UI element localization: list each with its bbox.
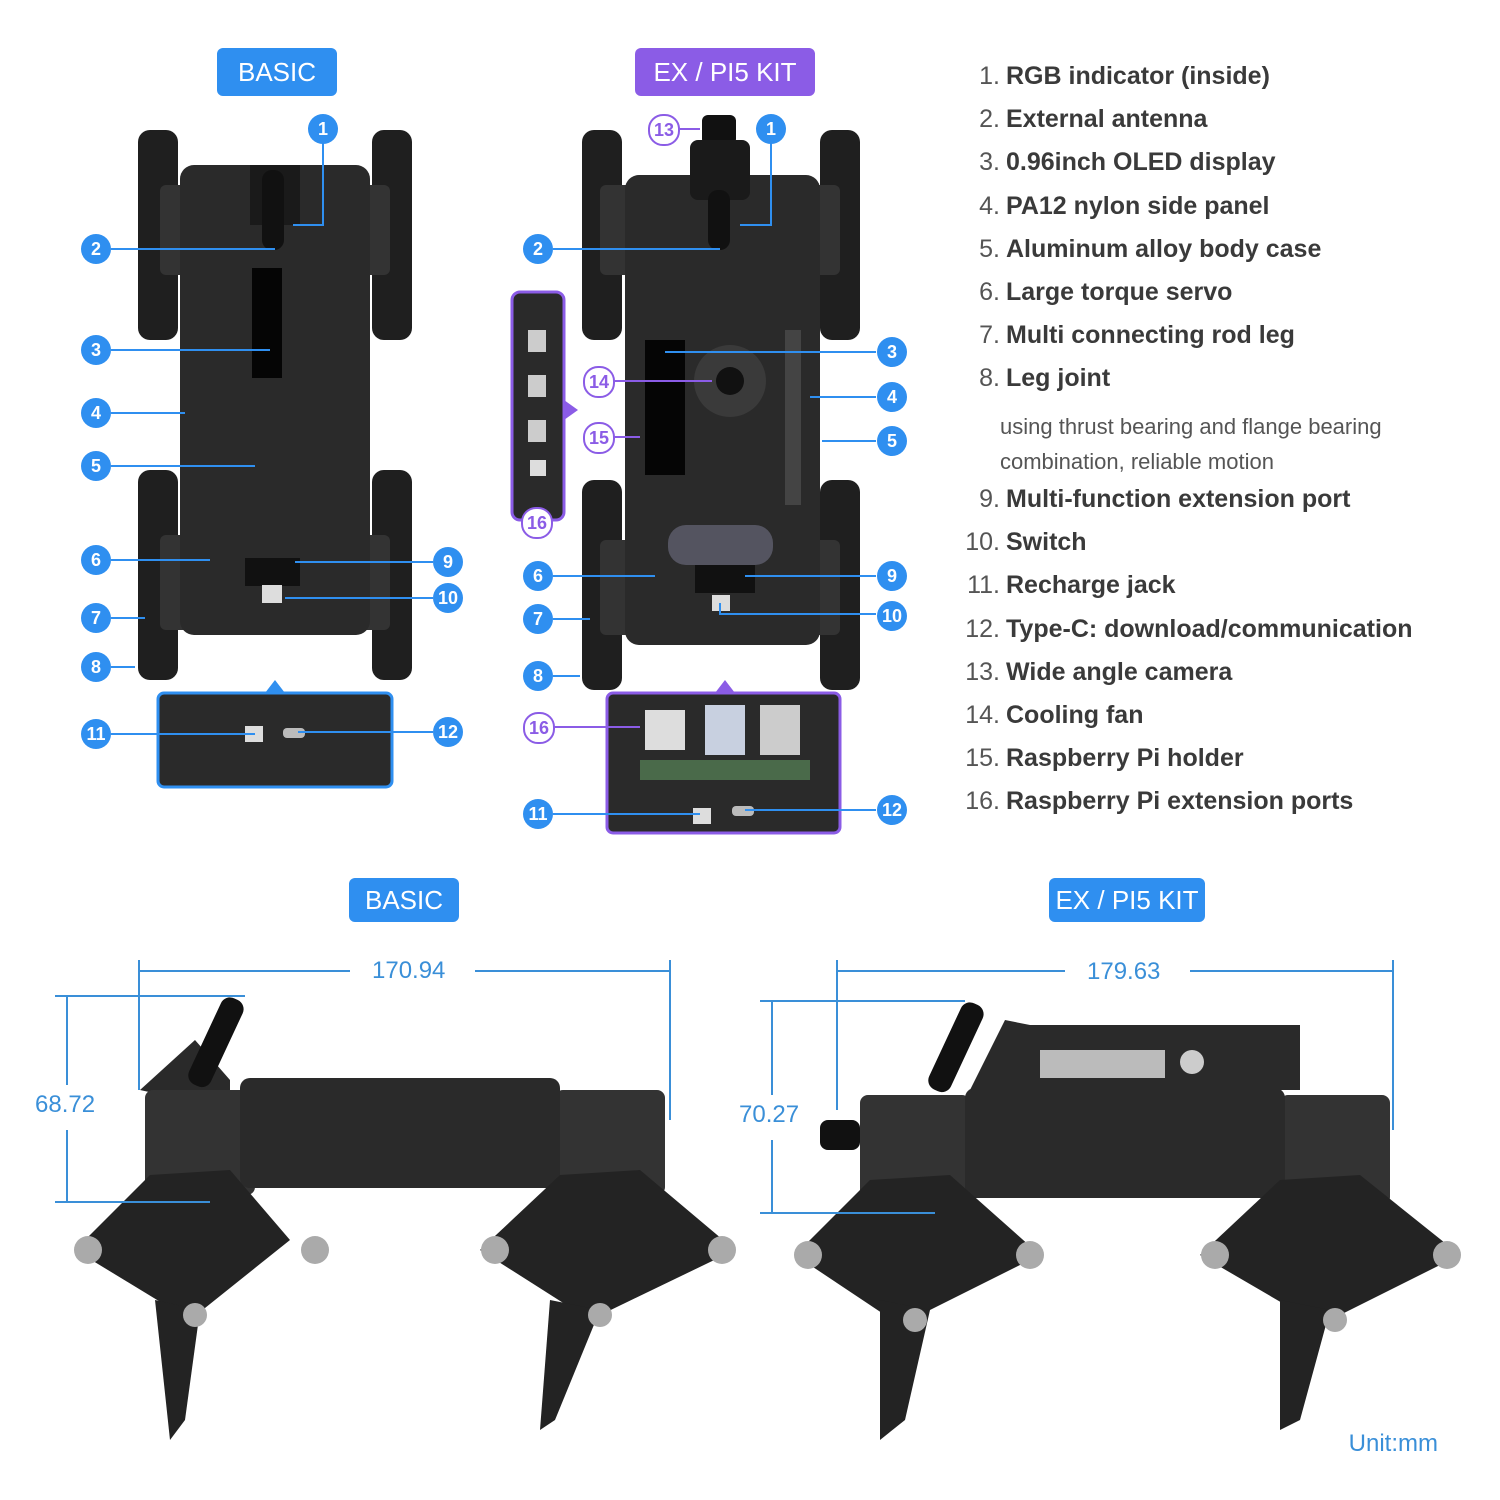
- legend-item-1: 1.RGB indicator (inside): [979, 62, 1270, 90]
- callout-ex-8: 8: [523, 661, 553, 691]
- callout-ex-10: 10: [877, 601, 907, 631]
- callout-ex-1: 1: [756, 114, 786, 144]
- unit-label: Unit:mm: [1348, 1430, 1438, 1457]
- callout-basic-2: 2: [81, 234, 111, 264]
- callout-basic-12: 12: [433, 717, 463, 747]
- callout-basic-3: 3: [81, 335, 111, 365]
- bottom-basic-tag: BASIC: [349, 878, 459, 922]
- legend-item-4: 4.PA12 nylon side panel: [979, 192, 1270, 220]
- legend-item-12: 12.Type-C: download/communication: [965, 615, 1413, 643]
- callout-ex-7: 7: [523, 604, 553, 634]
- callout-ex-6: 6: [523, 561, 553, 591]
- ex-leader-lines: [553, 143, 876, 815]
- callout-basic-11: 11: [81, 719, 111, 749]
- callout-ex-5: 5: [877, 426, 907, 456]
- callout-basic-10: 10: [433, 583, 463, 613]
- callout-ex-13: 13: [648, 114, 680, 146]
- ex-top-view: [510, 115, 860, 835]
- callout-ex-16a: 16: [521, 507, 553, 539]
- legend-item-16: 16.Raspberry Pi extension ports: [965, 787, 1354, 815]
- ex-length-label: 179.63: [1087, 958, 1161, 985]
- basic-side-view: [74, 997, 736, 1440]
- top-ex-tag: EX / PI5 KIT: [635, 48, 815, 96]
- callout-ex-9: 9: [877, 561, 907, 591]
- ex-height-label: 70.27: [739, 1101, 800, 1128]
- legend-note-line-2: combination, reliable motion: [1000, 449, 1274, 474]
- callout-ex-4: 4: [877, 382, 907, 412]
- basic-dimension-lines: [55, 960, 671, 1203]
- legend-item-8: 8.Leg joint: [979, 364, 1111, 392]
- callout-ex-14: 14: [583, 366, 615, 398]
- callout-basic-5: 5: [81, 451, 111, 481]
- legend-note-line-1: using thrust bearing and flange bearing: [1000, 414, 1382, 439]
- legend-item-2: 2.External antenna: [979, 105, 1208, 133]
- legend-item-10: 10.Switch: [965, 528, 1087, 556]
- callout-basic-6: 6: [81, 545, 111, 575]
- callout-ex-2: 2: [523, 234, 553, 264]
- top-basic-tag: BASIC: [217, 48, 337, 96]
- basic-top-view: [138, 130, 412, 789]
- callout-basic-4: 4: [81, 398, 111, 428]
- callout-ex-15: 15: [583, 422, 615, 454]
- legend-item-7: 7.Multi connecting rod leg: [979, 321, 1295, 349]
- legend-item-14: 14.Cooling fan: [965, 701, 1144, 729]
- callout-ex-11: 11: [523, 799, 553, 829]
- basic-length-label: 170.94: [372, 957, 446, 984]
- callout-basic-8: 8: [81, 652, 111, 682]
- ex-dimension-lines: [760, 960, 1394, 1214]
- bottom-ex-tag: EX / PI5 KIT: [1049, 878, 1205, 922]
- callout-basic-7: 7: [81, 603, 111, 633]
- legend-item-13: 13.Wide angle camera: [965, 658, 1233, 686]
- callout-ex-12: 12: [877, 795, 907, 825]
- legend-item-15: 15.Raspberry Pi holder: [965, 744, 1244, 772]
- callout-basic-9: 9: [433, 547, 463, 577]
- legend-item-3: 3.0.96inch OLED display: [979, 148, 1276, 176]
- legend-item-5: 5.Aluminum alloy body case: [979, 235, 1322, 263]
- ex-ring-leader-lines: [554, 128, 712, 728]
- legend-item-9: 9.Multi-function extension port: [979, 485, 1351, 513]
- callout-ex-3: 3: [877, 337, 907, 367]
- basic-leader-lines: [111, 143, 433, 735]
- legend-item-6: 6.Large torque servo: [979, 278, 1233, 306]
- callout-ex-16b: 16: [523, 712, 555, 744]
- callout-basic-1: 1: [308, 114, 338, 144]
- basic-height-label: 68.72: [35, 1091, 96, 1118]
- legend-item-11: 11.Recharge jack: [967, 571, 1176, 599]
- ex-side-view: [794, 1002, 1461, 1440]
